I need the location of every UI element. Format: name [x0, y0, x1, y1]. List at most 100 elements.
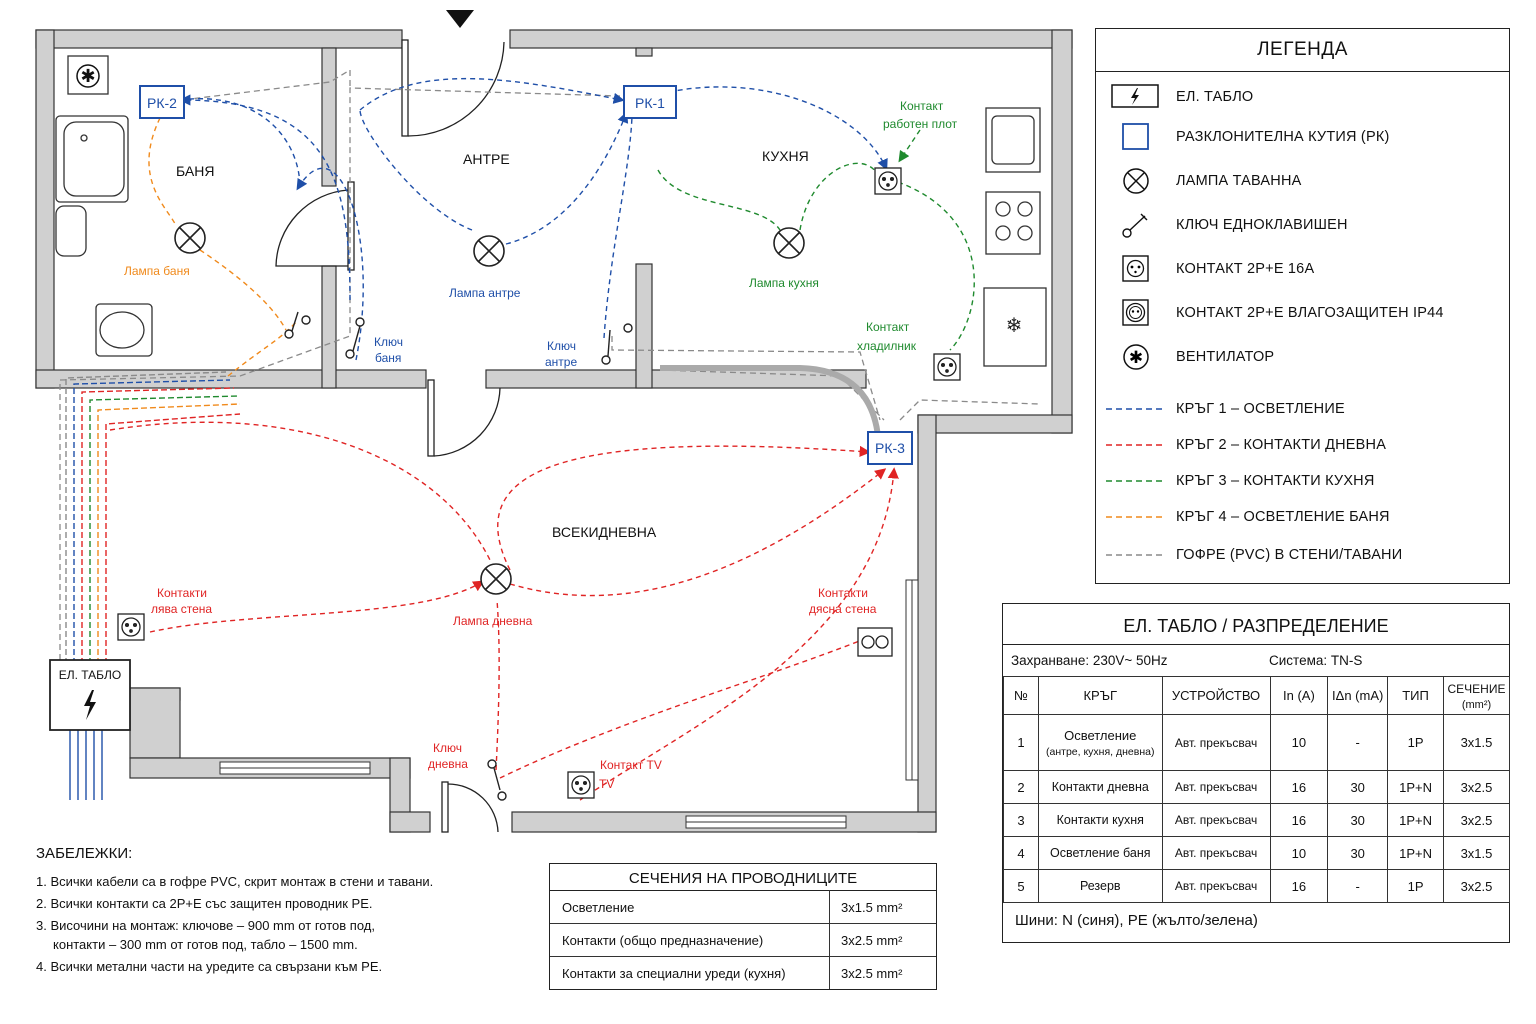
legend-item: КРЪГ 3 – КОНТАКТИ КУХНЯ: [1106, 473, 1375, 489]
ceiling-lamp-icon: [174, 222, 206, 254]
junction-box-rk3: РК-3: [867, 431, 913, 465]
ceiling-lamp-icon: [1123, 168, 1149, 194]
svg-text:РК-3: РК-3: [875, 440, 905, 456]
legend-item: КОНТАКТ 2Р+Е ВЛАГОЗАЩИТЕН IP44: [1096, 297, 1509, 329]
entrance-arrow-icon: [446, 10, 474, 28]
socket-tv-label-2: TV: [599, 777, 614, 791]
switch-icon: [601, 323, 633, 365]
fan-icon: ✱: [76, 64, 100, 88]
socket-tv-label-1: Контакт TV: [600, 758, 662, 772]
kitchen-fixtures: ❄: [983, 107, 1047, 367]
switch-icon: [345, 317, 365, 359]
sections-panel: СЕЧЕНИЯ НА ПРОВОДНИЦИТЕ Осветление 3x1.5…: [549, 863, 937, 990]
switch-bath-label-2: баня: [375, 351, 401, 365]
socket-fridge-label-2: хладилник: [857, 339, 917, 353]
circuit-2-living-sockets: [109, 421, 899, 801]
svg-text:ЕЛ. ТАБЛО: ЕЛ. ТАБЛО: [59, 668, 122, 682]
table-row: 2 Контакти дневна Авт. прекъсвач 16 30 1…: [1003, 770, 1511, 804]
room-label-bathroom: БАНЯ: [176, 163, 214, 179]
notes: ЗАБЕЛЕЖКИ: 1. Всички кабели са в гофре P…: [36, 846, 506, 982]
walls: [35, 29, 1073, 833]
legend-item: КОНТАКТ 2Р+Е 16А: [1096, 253, 1509, 285]
circuit-3-kitchen-sockets: [657, 129, 975, 351]
legend-item: КРЪГ 1 – ОСВЕТЛЕНИЕ: [1106, 401, 1345, 417]
electrical-panel: ЕЛ. ТАБЛО: [49, 659, 131, 731]
cable-bundle: [65, 371, 241, 800]
switch-hall-label-1: Ключ: [547, 339, 576, 353]
floor-plan: ❄ ✱ БАНЯ АНТРЕ КУХНЯ ВСЕКИДНЕВНА: [35, 10, 1073, 833]
socket-left-label-1: Контакти: [157, 586, 207, 600]
table-row: 1 Осветление(антре, кухня, дневна) Авт. …: [1003, 714, 1511, 771]
windows: [219, 579, 919, 829]
junction-box-icon: [1122, 123, 1149, 150]
hob: [985, 191, 1041, 255]
system-info: Система: TN-S: [1269, 653, 1363, 668]
legend-item: РАЗКЛОНИТЕЛНА КУТИЯ (РК): [1096, 121, 1509, 153]
socket-right-label-2: дясна стена: [809, 602, 877, 616]
legend-item: ЛАМПА ТАВАННА: [1096, 165, 1509, 197]
switch-icon: [487, 759, 507, 801]
legend-item: КЛЮЧ ЕДНОКЛАВИШЕН: [1096, 209, 1509, 241]
legend-item: КРЪГ 2 – КОНТАКТИ ДНЕВНА: [1106, 437, 1387, 453]
switch-living-label-1: Ключ: [433, 741, 462, 755]
socket-left-icon: [117, 613, 145, 641]
distribution-title: ЕЛ. ТАБЛО / РАЗПРЕДЕЛЕНИЕ: [1123, 616, 1389, 636]
table-row: 5 Резерв Авт. прекъсвач 16 - 1P 3x2.5: [1003, 869, 1511, 903]
socket-right-double-icon: [857, 627, 893, 657]
legend-item: ГОФРЕ (PVC) В СТЕНИ/ТАВАНИ: [1106, 547, 1403, 563]
socket-icon: [1122, 255, 1149, 282]
socket-counter-icon: [874, 167, 902, 195]
notes-title: ЗАБЕЛЕЖКИ:: [36, 845, 133, 862]
distribution-panel: ЕЛ. ТАБЛО / РАЗПРЕДЕЛЕНИЕ Захранване: 23…: [1002, 603, 1511, 943]
switch-icon: [1122, 213, 1148, 238]
legend-item: ЕЛ. ТАБЛО: [1096, 81, 1509, 113]
distribution-table: № КРЪГ УСТРОЙСТВО In (A) IΔn (mA) ТИП СЕ…: [1003, 676, 1511, 903]
bathroom-fixtures: [55, 55, 153, 357]
section-row-name: Контакти (общо предназначение): [562, 933, 764, 948]
note-item: 4. Всички метални части на уредите са св…: [36, 959, 383, 974]
switch-hall-label-2: антре: [545, 355, 577, 369]
room-label-living: ВСЕКИДНЕВНА: [552, 524, 657, 540]
lamp-living-label: Лампа дневна: [453, 614, 533, 628]
socket-fridge-label-1: Контакт: [866, 320, 910, 334]
lamp-kitchen-label: Лампа кухня: [749, 276, 819, 290]
room-label-kitchen: КУХНЯ: [762, 148, 809, 164]
section-row-value: 3x2.5 mm²: [841, 933, 903, 948]
sections-title: СЕЧЕНИЯ НА ПРОВОДНИЦИТЕ: [628, 870, 858, 887]
socket-counter-label-2: работен плот: [883, 117, 958, 131]
toilet: [55, 205, 87, 257]
fan-icon: ✱: [1123, 344, 1149, 370]
note-item: 2. Всички контакти са 2Р+Е със защитен п…: [36, 896, 373, 911]
circuit-4-bath-lighting: [148, 117, 297, 377]
junction-box-rk1: РК-1: [623, 85, 677, 119]
switch-living-label-2: дневна: [428, 757, 468, 771]
junction-box-rk2: РК-2: [139, 85, 185, 119]
svg-text:РК-1: РК-1: [635, 95, 665, 111]
room-label-hallway: АНТРЕ: [463, 151, 510, 167]
ceiling-lamp-icon: [473, 235, 505, 267]
svg-text:РК-2: РК-2: [147, 95, 177, 111]
svg-text:✱: ✱: [80, 66, 95, 87]
table-row: 3 Контакти кухня Авт. прекъсвач 16 30 1P…: [1003, 803, 1511, 837]
legend-item: ✱ ВЕНТИЛАТОР: [1096, 341, 1509, 373]
socket-tv-icon: [567, 771, 595, 799]
switch-icon: [284, 311, 311, 339]
note-item: 3. Височини на монтаж: ключове – 900 mm …: [36, 918, 375, 952]
socket-ip44-icon: [1122, 299, 1149, 326]
lamp-bath-label: Лампа баня: [124, 264, 190, 278]
socket-right-label-1: Контакти: [818, 586, 868, 600]
buses-info: Шини: N (синя), PE (жълто/зелена): [1015, 912, 1258, 929]
note-item: 1. Всички кабели са в гофре PVC, скрит м…: [36, 874, 434, 889]
panel-icon: [84, 690, 96, 720]
legend-panel: ЛЕГЕНДА ЕЛ. ТАБЛО РАЗКЛОНИТЕЛНА КУТИЯ (Р…: [1095, 28, 1510, 584]
section-row-name: Осветление: [562, 900, 635, 915]
section-row-name: Контакти за специални уреди (кухня): [562, 966, 786, 981]
panel-icon: [1111, 84, 1159, 108]
section-row-value: 3x1.5 mm²: [841, 900, 903, 915]
socket-fridge-icon: [933, 353, 961, 381]
socket-counter-label-1: Контакт: [900, 99, 944, 113]
conduit-bend: [660, 365, 881, 437]
fridge: [983, 287, 1047, 367]
switch-bath-label-1: Ключ: [374, 335, 403, 349]
svg-text:✱: ✱: [1129, 348, 1143, 368]
